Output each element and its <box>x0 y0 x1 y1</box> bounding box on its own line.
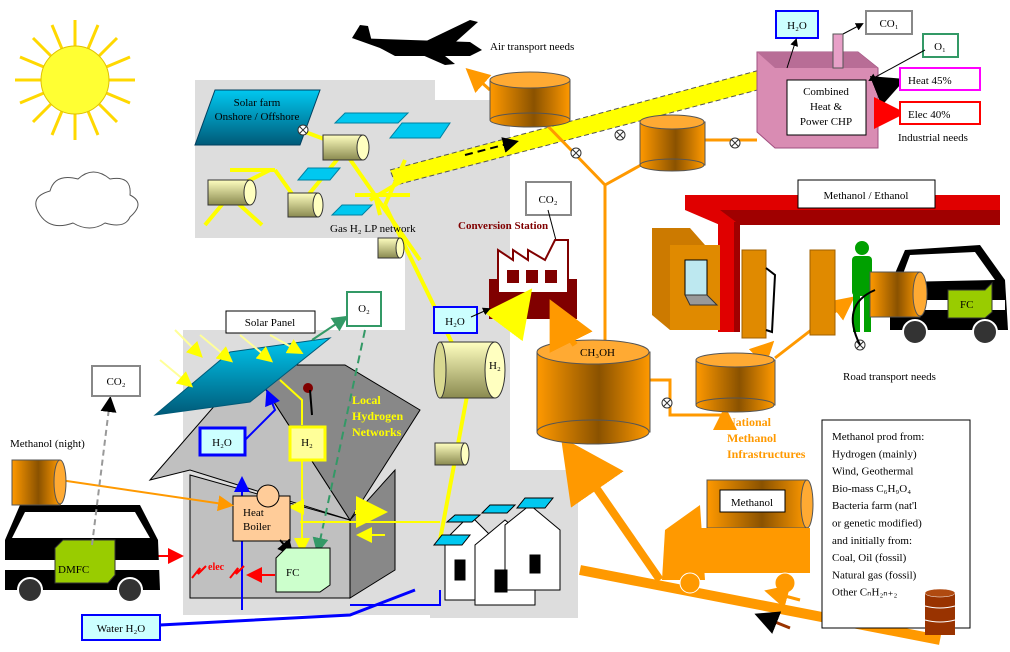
svg-text:DMFC: DMFC <box>58 564 89 576</box>
methanol-source-item: Other CₙH₂ₙ₊₂ <box>832 587 897 599</box>
elec-label: elec <box>208 562 225 573</box>
national-1: National <box>727 415 772 429</box>
industrial-needs-label: Industrial needs <box>898 132 968 144</box>
conv-co2-box <box>525 181 572 216</box>
solar-panel-label-box <box>225 310 316 334</box>
dmfc-car <box>0 459 160 603</box>
svg-text:CO₂: CO₂ <box>106 376 125 388</box>
methanol-source-item: Natural gas (fossil) <box>832 569 917 581</box>
methanol-night-label: Methanol (night) <box>10 438 85 450</box>
methanol-truck <box>662 479 814 594</box>
svg-text:Onshore / Offshore: Onshore / Offshore <box>215 111 300 123</box>
sun-icon <box>15 20 135 140</box>
valve-icons <box>297 124 866 409</box>
methanol-source-item: Methanol prod from: <box>832 431 924 443</box>
gas-network-label: Gas H₂ LP network <box>330 223 416 235</box>
ch3oh-label: CH₃OH <box>580 347 615 359</box>
chp-co-box <box>865 10 913 35</box>
lightning-icon <box>229 565 245 579</box>
water-box <box>81 614 161 641</box>
svg-text:Boiler: Boiler <box>243 521 271 533</box>
fuel-hose <box>851 289 876 346</box>
svg-text:Power CHP: Power CHP <box>800 116 852 128</box>
chp-h2o-box <box>775 10 819 39</box>
national-3: Infrastructures <box>727 447 806 461</box>
chp-plant: Combined Heat & Power CHP <box>756 33 879 149</box>
house-h2-box <box>288 425 327 462</box>
svg-text:H₂O: H₂O <box>787 20 807 32</box>
methanol-production-list: Methanol prod from: Hydrogen (mainly) Wind… <box>832 431 924 599</box>
house-fuel-cell <box>275 547 331 593</box>
solar-panels <box>296 112 451 216</box>
local-1: Local <box>352 393 381 407</box>
svg-text:Heat 45%: Heat 45% <box>908 75 952 87</box>
solar-farm: Solar farm Onshore / Offshore <box>194 89 321 146</box>
svg-text:Heat: Heat <box>243 507 264 519</box>
hydrogen-cylinders <box>207 134 470 466</box>
svg-text:H₂O: H₂O <box>212 437 232 449</box>
methanol-tanks <box>489 71 776 445</box>
cloud-icon <box>35 171 139 229</box>
lightning-icon <box>191 565 207 579</box>
heat-box <box>899 67 981 91</box>
water-line <box>159 588 416 627</box>
svg-text:Heat &: Heat & <box>810 101 843 113</box>
svg-text:FC: FC <box>286 567 299 579</box>
hydrogen-tank <box>433 341 506 399</box>
svg-text:H₂: H₂ <box>489 360 501 372</box>
fc-car-label: FC <box>960 299 973 311</box>
svg-text:Solar Panel: Solar Panel <box>245 317 295 329</box>
svg-text:H₂: H₂ <box>301 437 313 449</box>
o2-box <box>346 291 382 327</box>
svg-text:Combined: Combined <box>803 86 849 98</box>
svg-text:Water H₂O: Water H₂O <box>97 623 146 635</box>
svg-text:O₂: O₂ <box>358 303 370 315</box>
conversion-station-label: Conversion Station <box>458 220 548 232</box>
local-2: Hydrogen <box>352 409 403 423</box>
electrolyser-icon <box>303 383 313 393</box>
methanol-source-item: Bio-mass C₆H₉O₄ <box>832 483 911 495</box>
methanol-source-item: Wind, Geothermal <box>832 466 913 478</box>
car-co2-box <box>91 365 141 397</box>
neighborhood-houses <box>432 497 561 606</box>
person-icon <box>852 241 872 332</box>
svg-text:O₁: O₁ <box>934 41 946 53</box>
svg-text:CO₁: CO₁ <box>879 18 898 30</box>
chp-o-box <box>922 33 959 58</box>
methanol-source-item: Coal, Oil (fossil) <box>832 552 907 564</box>
methanol-source-item: Hydrogen (mainly) <box>832 448 917 460</box>
road-transport-label: Road transport needs <box>843 371 936 383</box>
methanol-source-item: and initially from: <box>832 535 912 547</box>
fc-car <box>869 245 1008 345</box>
methanol-source-item: or genetic modified) <box>832 518 922 530</box>
svg-text:H₂O: H₂O <box>445 316 465 328</box>
methanol-source-item: Bacteria farm (nat'l <box>832 500 917 512</box>
oil-barrel-icon <box>924 588 956 635</box>
svg-text:CO₂: CO₂ <box>538 194 557 206</box>
factory-icon <box>489 239 577 319</box>
house-h2o-box <box>198 426 247 457</box>
svg-text:Elec 40%: Elec 40% <box>908 109 950 121</box>
svg-text:Methanol / Ethanol: Methanol / Ethanol <box>824 190 909 202</box>
svg-text:Solar farm: Solar farm <box>234 97 281 109</box>
svg-text:Methanol: Methanol <box>731 497 773 509</box>
local-3: Networks <box>352 425 402 439</box>
airplane-icon <box>352 20 482 65</box>
elec-box <box>899 101 981 125</box>
station-sign <box>797 179 936 209</box>
conv-h2o-box <box>433 306 478 334</box>
national-2: Methanol <box>727 431 777 445</box>
roof-solar-panel <box>153 329 332 416</box>
air-transport-label: Air transport needs <box>490 41 574 53</box>
